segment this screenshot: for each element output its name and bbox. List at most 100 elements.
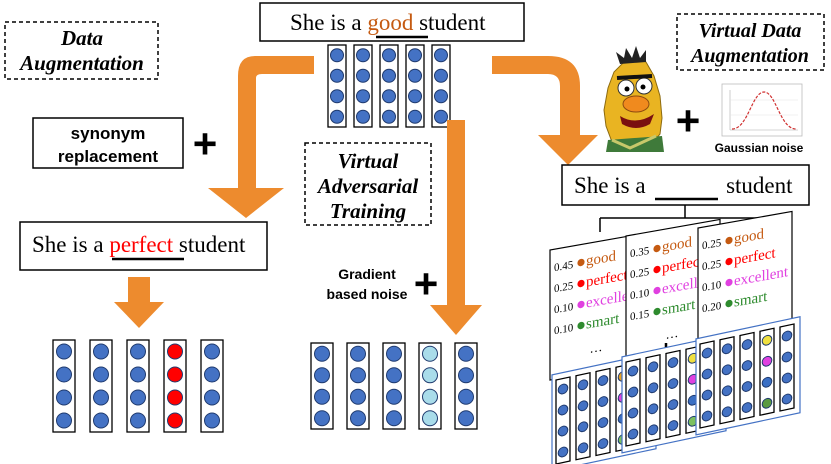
vda-label-1: Virtual Data (699, 20, 802, 42)
token-unit (761, 397, 773, 409)
left-token-column (89, 339, 113, 433)
token-unit (386, 388, 402, 405)
virtual-token-column (759, 327, 775, 417)
token-unit (93, 389, 109, 406)
probability-value: 0.35 (630, 245, 650, 260)
vda-label-2: Augmentation (689, 45, 809, 67)
token-unit (204, 412, 220, 429)
word-marker (653, 244, 661, 253)
virtual-token-column (645, 353, 661, 443)
token-unit (701, 410, 713, 422)
token-unit (781, 330, 793, 342)
virtual-token-column (739, 331, 755, 421)
token-unit (93, 343, 109, 360)
token-unit (167, 412, 183, 429)
token-unit (741, 360, 753, 371)
token-unit (382, 48, 396, 63)
candidate-word: perfect (662, 253, 704, 276)
token-unit (330, 89, 344, 104)
right-sentence: She is a ______ student (574, 173, 793, 198)
left-sentence: She is a perfect student (32, 232, 246, 257)
token-unit (647, 361, 659, 373)
virtual-token-column (555, 376, 571, 464)
ellipsis: … (590, 339, 603, 356)
token-unit (667, 378, 679, 389)
synonym-replacement-box (32, 117, 184, 169)
token-unit (458, 367, 474, 384)
right-arrow (492, 56, 598, 165)
candidate-word: smart (586, 311, 620, 333)
top-token-column (327, 44, 347, 128)
middle-token-column (346, 342, 370, 430)
token-unit (314, 345, 330, 362)
token-unit (577, 442, 589, 454)
token-unit (167, 366, 183, 383)
token-unit (434, 109, 448, 124)
candidate-word: good (586, 248, 616, 269)
token-unit (56, 412, 72, 429)
token-unit (647, 424, 659, 436)
word-marker (653, 265, 661, 274)
virtual-token-column (719, 335, 735, 425)
synonym-label-1: synonym (71, 124, 146, 143)
token-unit (408, 89, 422, 104)
token-unit (382, 89, 396, 104)
token-unit (627, 407, 639, 419)
virtual-token-column (665, 349, 681, 439)
token-unit (356, 48, 370, 63)
token-unit (356, 89, 370, 104)
token-unit (408, 68, 422, 83)
token-unit (408, 109, 422, 124)
token-unit (557, 446, 569, 458)
token-unit (627, 428, 639, 440)
virtual-token-embeddings (551, 316, 801, 464)
token-unit (386, 410, 402, 427)
ellipsis: … (666, 325, 679, 342)
token-unit (350, 367, 366, 384)
token-unit (741, 381, 753, 392)
data-augmentation-frame (4, 21, 159, 80)
token-unit (781, 351, 793, 363)
probability-value: 0.15 (630, 308, 650, 323)
token-unit (597, 375, 609, 386)
token-unit (422, 345, 438, 362)
middle-token-column (310, 342, 334, 430)
vda-frame (676, 13, 825, 71)
left-down-arrow (114, 277, 164, 328)
top-token-column (353, 44, 373, 128)
token-unit (741, 402, 753, 413)
token-unit (382, 68, 396, 83)
probability-value: 0.10 (630, 287, 650, 302)
token-unit (356, 68, 370, 83)
token-unit (56, 343, 72, 360)
token-unit (577, 400, 589, 412)
token-unit (667, 399, 679, 410)
bert-character (603, 46, 664, 152)
token-unit (204, 366, 220, 383)
vat-label-2: Adversarial (316, 174, 419, 198)
token-unit (422, 367, 438, 384)
data-augmentation-label-1: Data (60, 26, 103, 50)
probability-value: 0.25 (554, 280, 574, 295)
token-unit (93, 412, 109, 429)
candidate-word: perfect (586, 267, 628, 290)
middle-token-column (454, 342, 478, 430)
probability-value: 0.10 (554, 322, 574, 337)
token-unit (627, 386, 639, 398)
word-marker (577, 258, 585, 267)
plus-synonym: + (193, 120, 218, 167)
token-unit (167, 343, 183, 360)
replaced-token-column (163, 339, 187, 433)
left-token-column (52, 339, 76, 433)
probability-value: 0.25 (702, 258, 722, 273)
gradient-label-1: Gradient (338, 266, 396, 282)
word-marker (725, 278, 733, 287)
virtual-token-panel (695, 316, 801, 436)
token-unit (356, 109, 370, 124)
token-unit (422, 410, 438, 427)
token-unit (434, 48, 448, 63)
virtual-token-column (779, 323, 795, 412)
word-marker (653, 286, 661, 295)
token-unit (721, 364, 733, 376)
